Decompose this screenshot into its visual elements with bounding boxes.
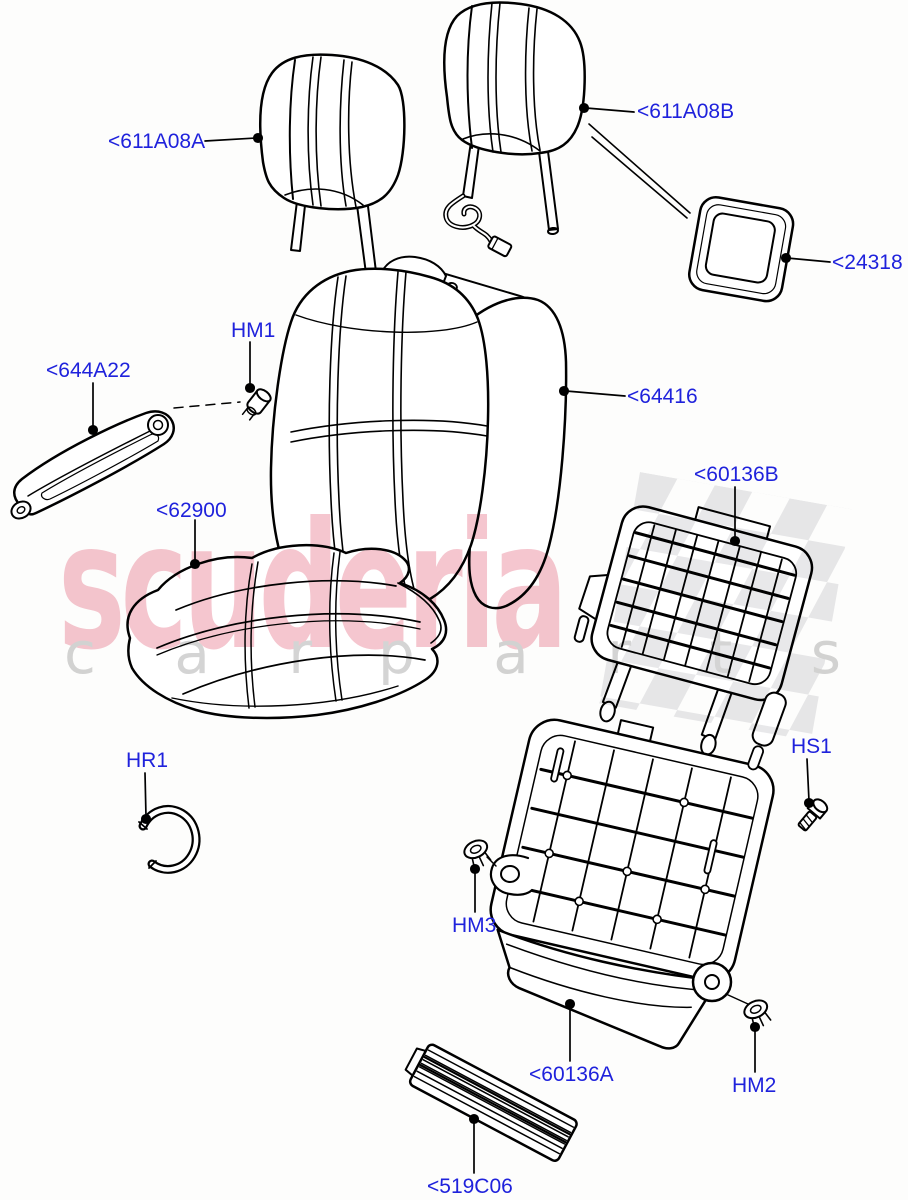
part-label-644A22[interactable]: <644A22 [46, 359, 131, 382]
screen-panel-illustration [687, 196, 795, 303]
headrest-b-illustration [442, 1, 586, 258]
hr1-ring-illustration [138, 804, 201, 874]
headrest-a-illustration [258, 53, 406, 286]
part-label-519C06[interactable]: <519C06 [427, 1175, 513, 1198]
part-label-24318[interactable]: <24318 [832, 251, 903, 274]
seat-cushion-cover-illustration [126, 543, 448, 720]
trim-strip-illustration [404, 1043, 578, 1162]
part-label-HS1[interactable]: HS1 [791, 735, 832, 758]
seat-back-frame-lower-illustration [489, 718, 775, 1050]
pointer-v-lines [588, 123, 691, 219]
hm3-grommet-illustration [463, 839, 497, 869]
hm2-grommet-illustration [725, 993, 772, 1029]
armrest-illustration [10, 401, 241, 520]
part-label-62900[interactable]: <62900 [156, 499, 227, 522]
hm1-bolt-illustration [241, 388, 272, 421]
part-label-60136B[interactable]: <60136B [694, 463, 779, 486]
part-label-611A08A[interactable]: <611A08A [108, 130, 206, 153]
part-label-HM3[interactable]: HM3 [452, 914, 497, 937]
part-label-HM2[interactable]: HM2 [732, 1074, 777, 1097]
part-label-611A08B[interactable]: <611A08B [637, 100, 735, 123]
seat-back-frame-upper-illustration [573, 505, 814, 756]
part-label-HR1[interactable]: HR1 [126, 749, 169, 772]
seat-back-cover-illustration [269, 255, 568, 621]
part-label-HM1[interactable]: HM1 [231, 319, 276, 342]
part-label-60136A[interactable]: <60136A [529, 1063, 614, 1086]
part-label-64416[interactable]: <64416 [627, 385, 698, 408]
